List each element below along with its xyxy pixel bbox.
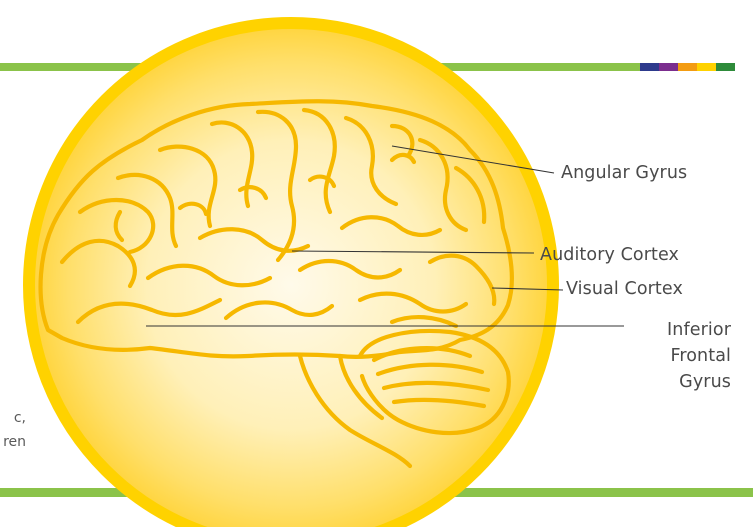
label-inferior-line-1: Inferior <box>667 317 731 343</box>
label-inferior-frontal-gyrus: Inferior Frontal Gyrus <box>667 317 731 395</box>
label-visual-cortex: Visual Cortex <box>566 277 683 301</box>
partial-text-line-2: ren <box>0 432 26 452</box>
partial-text-line-1: c, <box>0 408 26 428</box>
sun-circle <box>29 23 553 527</box>
label-inferior-line-2: Frontal <box>667 343 731 369</box>
color-stripe <box>640 63 735 71</box>
label-inferior-line-3: Gyrus <box>667 369 731 395</box>
label-angular-gyrus: Angular Gyrus <box>561 161 687 185</box>
label-auditory-cortex: Auditory Cortex <box>540 243 679 267</box>
